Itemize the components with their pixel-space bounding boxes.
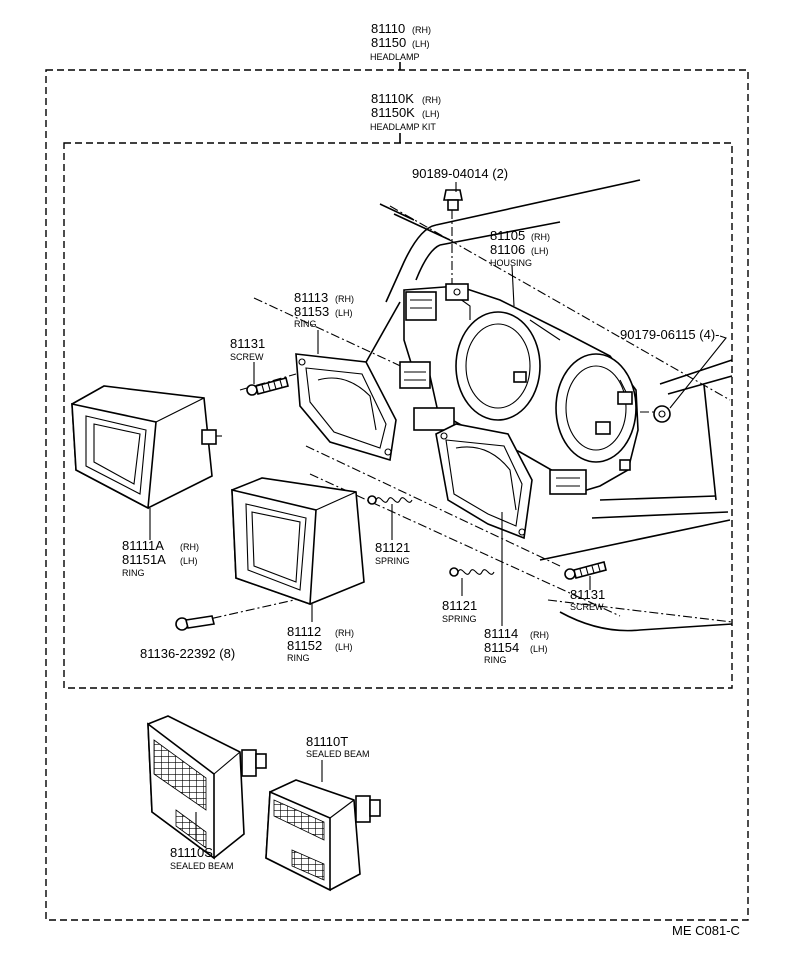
outer-ring-name: RING	[122, 568, 145, 578]
label-housing: 81105 (RH) 81106 (LH) HOUSING	[490, 228, 550, 268]
housing-lh-suffix: (LH)	[531, 246, 549, 256]
bottom-screw	[175, 615, 215, 631]
middle-ring	[231, 477, 365, 606]
middle-ring-rh-number: 81112	[287, 624, 321, 639]
headlamp-lh-number: 81150	[371, 35, 406, 50]
right-screw	[564, 561, 607, 580]
right-screw-number: 81131	[570, 587, 605, 602]
headlamp-rh-number: 81110	[371, 21, 405, 36]
headlamp-rh-suffix: (RH)	[412, 25, 431, 35]
middle-ring-lh-suffix: (LH)	[335, 642, 353, 652]
housing-lh-number: 81106	[490, 242, 525, 257]
right-ring-rh-suffix: (RH)	[530, 630, 549, 640]
upper-ring-name: RING	[294, 319, 317, 329]
left-screw-number: 81131	[230, 336, 265, 351]
upper-spring-name: SPRING	[375, 556, 410, 566]
housing-rh-suffix: (RH)	[531, 232, 550, 242]
label-left-screw: 81131 SCREW	[230, 336, 265, 362]
right-ring-rh-number: 81114	[484, 626, 518, 641]
middle-ring-rh-suffix: (RH)	[335, 628, 354, 638]
beam-t-number: 81110T	[306, 734, 348, 749]
left-screw	[246, 377, 289, 396]
label-nut: 90179-06115 (4)-	[620, 327, 720, 342]
left-screw-name: SCREW	[230, 352, 264, 362]
right-ring-lh-suffix: (LH)	[530, 644, 548, 654]
headlamp-assembly-boundary	[45, 62, 749, 921]
label-sealed-beam-t: 81110T SEALED BEAM	[306, 734, 370, 759]
label-headlamp-kit: 81110K (RH) 81150K (LH) HEADLAMP KIT	[370, 91, 441, 132]
middle-ring-name: RING	[287, 653, 310, 663]
housing-rh-number: 81105	[490, 228, 525, 243]
label-lower-spring: 81121 SPRING	[442, 598, 477, 624]
sealed-beam-s	[147, 715, 267, 860]
vehicle-body-outline	[355, 179, 733, 632]
outer-ring-rh-suffix: (RH)	[180, 542, 199, 552]
sealed-beam-t	[265, 779, 381, 892]
housing-name: HOUSING	[490, 258, 532, 268]
middle-ring-lh-number: 81152	[287, 638, 322, 653]
top-screw	[443, 189, 463, 211]
label-right-screw: 81131 SCREW	[570, 587, 605, 612]
right-ring	[435, 423, 533, 540]
label-upper-ring: 81113 (RH) 81153 (LH) RING	[294, 290, 354, 329]
leader-lines	[149, 182, 727, 840]
right-ring-lh-number: 81154	[484, 640, 519, 655]
kit-lh-number: 81150K	[371, 105, 415, 120]
right-ring-name: RING	[484, 655, 507, 665]
label-upper-spring: 81121 SPRING	[375, 540, 410, 566]
label-sealed-beam-s: 81110S SEALED BEAM	[170, 845, 234, 871]
headlamp-kit-boundary	[63, 133, 733, 689]
label-middle-ring: 81112 (RH) 81152 (LH) RING	[287, 624, 354, 663]
outer-ring-lh-number: 81151A	[122, 552, 166, 567]
label-bottom-screw: 81136-22392 (8)	[140, 646, 235, 661]
upper-ring-lh-number: 81153	[294, 304, 329, 319]
label-outer-ring: 81111A (RH) 81151A (LH) RING	[122, 538, 199, 578]
label-top-screw: 90189-04014 (2)	[412, 166, 508, 181]
outer-ring-rh-number: 81111A	[122, 538, 164, 553]
kit-lh-suffix: (LH)	[422, 109, 440, 119]
lower-spring-name: SPRING	[442, 614, 477, 624]
lower-spring-number: 81121	[442, 598, 477, 613]
kit-name: HEADLAMP KIT	[370, 122, 436, 132]
footer-code: ME C081-C	[672, 923, 740, 938]
upper-ring-lh-suffix: (LH)	[335, 308, 353, 318]
outer-ring	[71, 385, 222, 510]
headlamp-name: HEADLAMP	[370, 52, 420, 62]
label-right-ring: 81114 (RH) 81154 (LH) RING	[484, 626, 549, 665]
kit-rh-suffix: (RH)	[422, 95, 441, 105]
housing-nut	[653, 405, 671, 423]
beam-s-number: 81110S	[170, 845, 213, 860]
kit-rh-number: 81110K	[371, 91, 414, 106]
beam-t-name: SEALED BEAM	[306, 749, 370, 759]
right-screw-name: SCREW	[570, 602, 604, 612]
upper-ring	[295, 353, 397, 462]
headlamp-lh-suffix: (LH)	[412, 39, 430, 49]
outer-ring-lh-suffix: (LH)	[180, 556, 198, 566]
label-headlamp: 81110 (RH) 81150 (LH) HEADLAMP	[370, 21, 431, 62]
beam-s-name: SEALED BEAM	[170, 861, 234, 871]
housing-bracket	[399, 283, 639, 495]
upper-ring-rh-suffix: (RH)	[335, 294, 354, 304]
upper-spring-number: 81121	[375, 540, 410, 555]
lower-spring	[449, 567, 495, 577]
upper-spring	[367, 495, 413, 505]
upper-ring-rh-number: 81113	[294, 290, 328, 305]
